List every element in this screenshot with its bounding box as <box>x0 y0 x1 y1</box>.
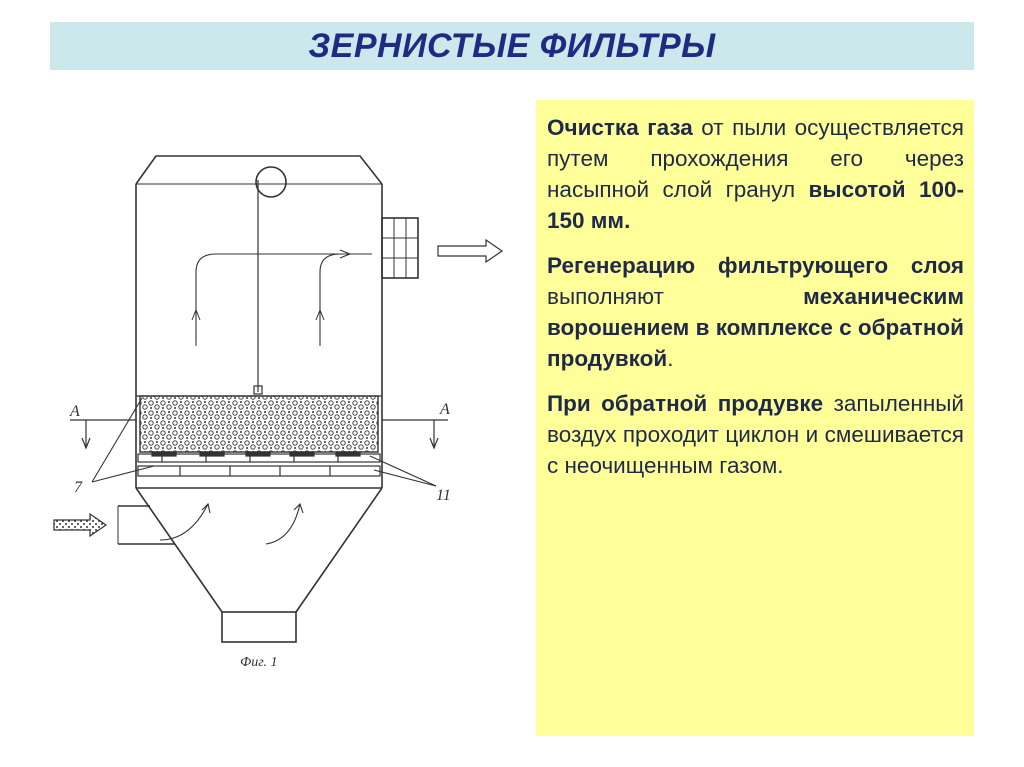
grate <box>137 451 381 477</box>
cone-arrow-left <box>159 503 209 541</box>
p2-bold-lead: Регенерацию фильтрующего слоя <box>547 253 964 278</box>
discharge-pipe <box>221 611 297 643</box>
filter-diagram: А А 7 11 Фиг. 1 <box>40 120 520 680</box>
title-bar: ЗЕРНИСТЫЕ ФИЛЬТРЫ <box>50 22 974 70</box>
figure-caption: Фиг. 1 <box>240 655 278 670</box>
p3-bold-lead: При обратной продувке <box>547 391 824 416</box>
outlet-pipe <box>381 217 419 279</box>
inlet-arrow <box>53 512 108 538</box>
granular-bed <box>139 395 379 453</box>
description-box: Очистка газа от пыли осуществляется путе… <box>536 100 974 736</box>
p1-bold-tail: высотой 100-150 мм. <box>547 177 965 233</box>
hopper <box>135 487 383 613</box>
label-a-right: А <box>439 401 450 418</box>
drive-wheel <box>255 166 287 198</box>
page-title: ЗЕРНИСТЫЕ ФИЛЬТРЫ <box>308 26 716 65</box>
flow-arrow-right <box>319 253 341 342</box>
paragraph-2: Регенерацию фильтрующего слоя выполняют … <box>547 250 964 374</box>
p2-text: выполняют <box>547 284 804 309</box>
section-mark-left <box>70 419 136 450</box>
leader-7 <box>91 397 155 483</box>
paragraph-3: При обратной продувке запыленный воздух … <box>547 388 964 481</box>
paragraph-1: Очистка газа от пыли осуществляется путе… <box>547 112 964 236</box>
p3-text: запыленный воздух проходит циклон и смеш… <box>547 391 965 478</box>
filter-drawing: А А 7 11 Фиг. 1 <box>53 155 504 670</box>
cone-arrow-right <box>265 503 301 545</box>
p2-bold-tail: механическим ворошением в комплексе с об… <box>547 284 964 371</box>
outlet-arrow <box>437 238 504 264</box>
inlet-pipe <box>118 505 175 545</box>
p1-text: от пыли осуществляется путем прохождения… <box>547 115 964 202</box>
p2-end: . <box>667 346 674 371</box>
label-a-left: А <box>69 403 80 420</box>
section-mark-right <box>382 419 448 450</box>
label-7: 7 <box>74 479 83 496</box>
housing-top <box>135 155 383 185</box>
flow-arrow-left <box>195 253 340 342</box>
p1-bold-lead: Очистка газа <box>547 115 693 140</box>
label-11: 11 <box>436 487 451 504</box>
leader-11 <box>369 455 437 487</box>
